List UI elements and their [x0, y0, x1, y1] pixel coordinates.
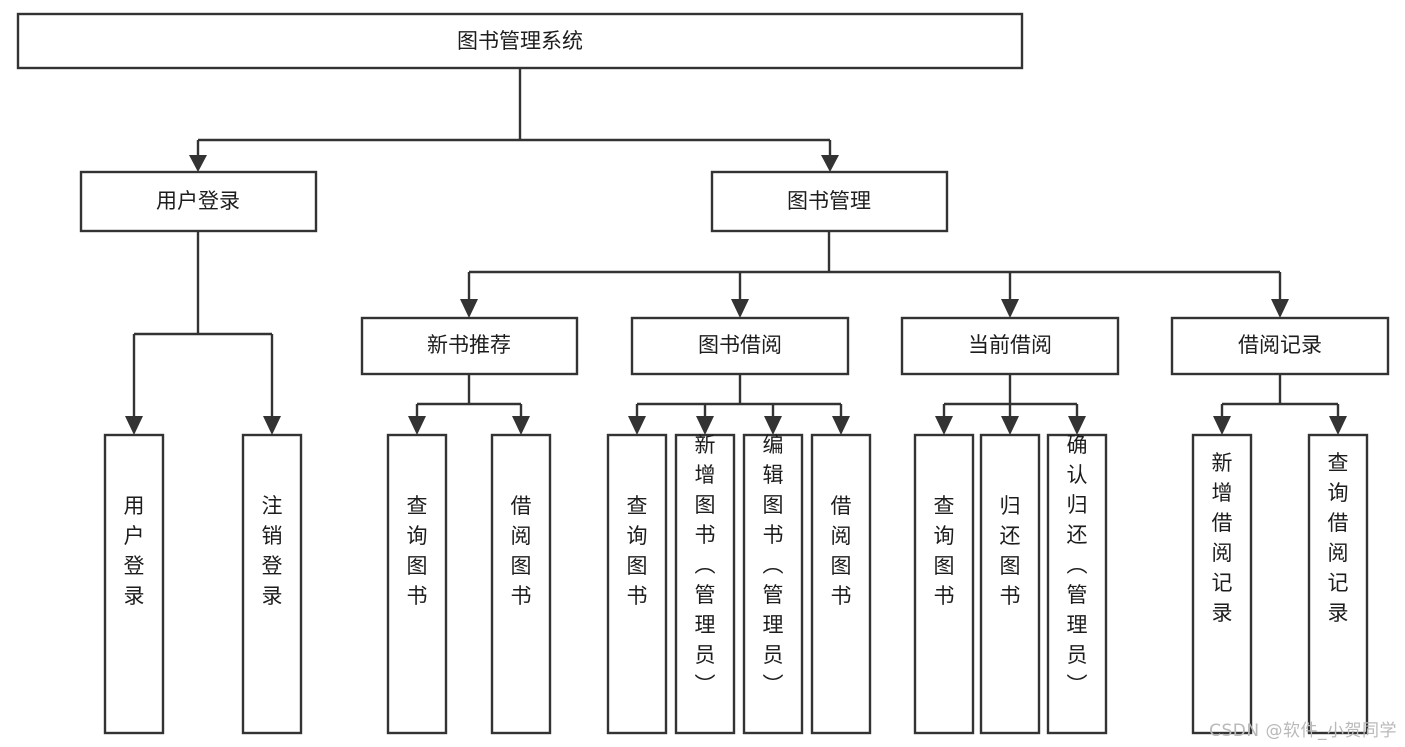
- connector-group-root: [189, 68, 839, 172]
- node-label: 查询借阅记录: [1328, 451, 1349, 625]
- node-label: 归还图书: [1000, 494, 1021, 608]
- arrow-head-icon: [408, 416, 426, 435]
- node-label: 图书管理系统: [457, 29, 583, 53]
- arrow-head-icon: [263, 416, 281, 435]
- node-book-borrow[interactable]: 图书借阅: [630, 316, 850, 376]
- arrow-head-icon: [935, 416, 953, 435]
- node-leaf-book-borrow-query[interactable]: 查询图书: [606, 433, 668, 735]
- node-leaf-new-book-query[interactable]: 查询图书: [386, 433, 448, 735]
- node-label: 用户登录: [124, 494, 145, 608]
- arrow-head-icon: [628, 416, 646, 435]
- node-box: [79, 170, 318, 233]
- node-leaf-borrow-record-query[interactable]: 查询借阅记录: [1307, 433, 1369, 735]
- node-box: [16, 12, 1024, 70]
- node-label: 用户登录: [156, 189, 240, 213]
- node-box: [606, 433, 668, 735]
- arrow-head-icon: [1213, 416, 1231, 435]
- node-label: 新增图书︵管理员︶: [695, 433, 716, 697]
- arrow-head-icon: [1001, 299, 1019, 318]
- node-leaf-user-login-logout[interactable]: 注销登录: [241, 433, 303, 735]
- node-box: [674, 433, 736, 735]
- node-label: 借阅记录: [1238, 333, 1322, 357]
- node-user-login[interactable]: 用户登录: [79, 170, 318, 233]
- node-label: 查询图书: [934, 494, 955, 608]
- connector-group-bookborrow: [628, 374, 850, 435]
- node-label: 编辑图书︵管理员︶: [763, 433, 784, 697]
- node-leaf-current-borrow-confirm[interactable]: 确认归还︵管理员︶: [1046, 433, 1108, 735]
- node-leaf-book-borrow-add[interactable]: 新增图书︵管理员︶: [674, 433, 736, 735]
- node-box: [103, 433, 165, 735]
- node-label: 新增借阅记录: [1212, 451, 1233, 625]
- node-leaf-current-borrow-query[interactable]: 查询图书: [913, 433, 975, 735]
- arrow-head-icon: [189, 155, 207, 172]
- connector-group-newbook: [408, 374, 530, 435]
- node-box: [360, 316, 579, 376]
- node-new-book-recommend[interactable]: 新书推荐: [360, 316, 579, 376]
- node-label: 查询图书: [407, 494, 428, 608]
- node-box: [1307, 433, 1369, 735]
- node-label: 新书推荐: [427, 333, 511, 357]
- arrow-head-icon: [460, 299, 478, 318]
- node-box: [1170, 316, 1390, 376]
- node-book-management[interactable]: 图书管理: [710, 170, 949, 233]
- node-leaf-book-borrow-borrow[interactable]: 借阅图书: [810, 433, 872, 735]
- node-label: 借阅图书: [831, 494, 852, 608]
- connector-group-bookmgmt: [460, 231, 1289, 318]
- arrow-head-icon: [125, 416, 143, 435]
- node-box: [742, 433, 804, 735]
- node-label: 图书借阅: [698, 333, 782, 357]
- node-box: [1046, 433, 1108, 735]
- node-current-borrow[interactable]: 当前借阅: [900, 316, 1120, 376]
- node-leaf-book-borrow-edit[interactable]: 编辑图书︵管理员︶: [742, 433, 804, 735]
- node-box: [630, 316, 850, 376]
- node-box: [386, 433, 448, 735]
- node-label: 确认归还︵管理员︶: [1067, 433, 1088, 697]
- arrow-head-icon: [764, 416, 782, 435]
- node-leaf-user-login-login[interactable]: 用户登录: [103, 433, 165, 735]
- arrow-head-icon: [1001, 416, 1019, 435]
- arrow-head-icon: [512, 416, 530, 435]
- node-leaf-new-book-borrow[interactable]: 借阅图书: [490, 433, 552, 735]
- node-label: 图书管理: [787, 189, 871, 213]
- node-leaf-current-borrow-return[interactable]: 归还图书: [979, 433, 1041, 735]
- connector-group-borrowrecord: [1213, 374, 1347, 435]
- node-box: [710, 170, 949, 233]
- node-box: [900, 316, 1120, 376]
- node-box: [241, 433, 303, 735]
- node-label: 借阅图书: [511, 494, 532, 608]
- arrow-head-icon: [731, 299, 749, 318]
- arrow-head-icon: [821, 155, 839, 172]
- arrow-head-icon: [696, 416, 714, 435]
- node-label: 当前借阅: [968, 333, 1052, 357]
- node-box: [810, 433, 872, 735]
- node-box: [1191, 433, 1253, 735]
- node-label: 查询图书: [627, 494, 648, 608]
- node-box: [979, 433, 1041, 735]
- arrow-head-icon: [1068, 416, 1086, 435]
- arrow-head-icon: [1271, 299, 1289, 318]
- arrow-head-icon: [832, 416, 850, 435]
- node-box: [913, 433, 975, 735]
- node-leaf-borrow-record-add[interactable]: 新增借阅记录: [1191, 433, 1253, 735]
- node-borrow-record[interactable]: 借阅记录: [1170, 316, 1390, 376]
- arrow-head-icon: [1329, 416, 1347, 435]
- connector-group-currentborrow: [935, 374, 1086, 435]
- connector-group-userlogin: [125, 231, 281, 435]
- node-box: [490, 433, 552, 735]
- node-label: 注销登录: [262, 494, 283, 608]
- node-root-book-management-system[interactable]: 图书管理系统: [16, 12, 1024, 70]
- csdn-watermark: CSDN @软件_小贺同学: [1209, 721, 1397, 741]
